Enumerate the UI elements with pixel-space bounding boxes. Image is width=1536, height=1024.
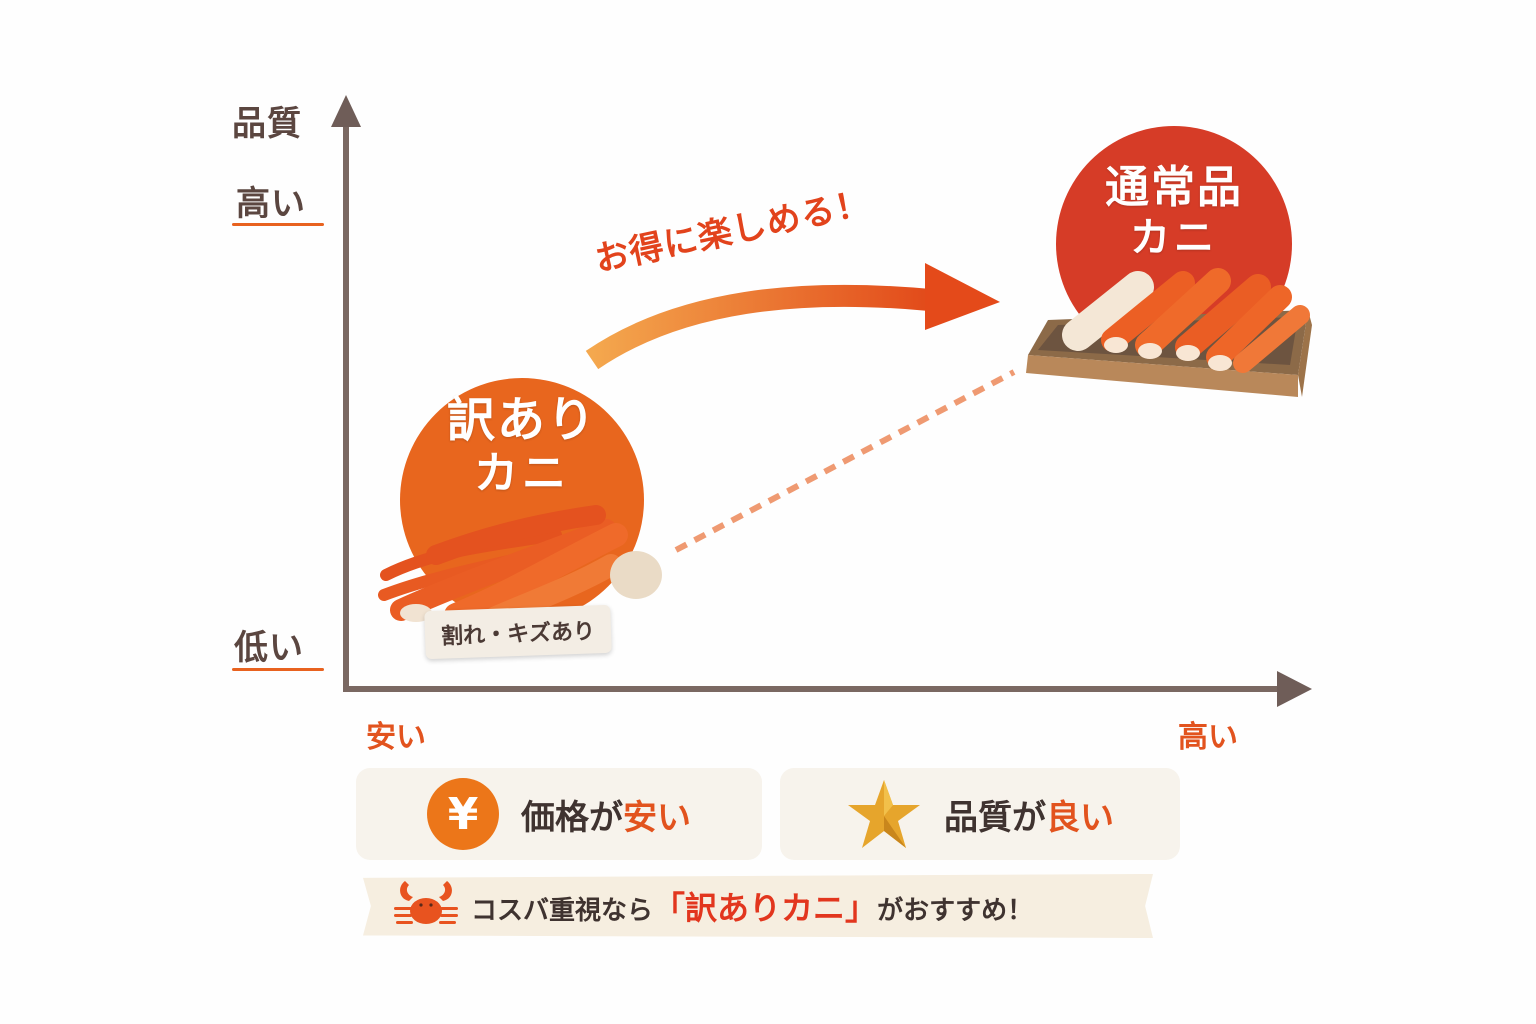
quality-card-text: 品質が良い [944,790,1114,839]
x-axis-low-label: 安い [366,720,426,755]
price-card-text: 価格が安い [521,790,691,839]
y-axis-title: 品質 [232,104,302,144]
banner-highlight: 訳ありカニ [685,889,846,927]
discount-crab-line1: 訳あり [446,392,597,448]
regular-crab-line1: 通常品 [1105,162,1243,213]
quality-card-prefix: 品質が [944,797,1046,838]
quality-card-highlight: 良い [1046,797,1114,838]
y-axis-arrowhead [331,95,361,127]
x-axis-high-label: 高い [1178,720,1238,755]
y-axis-high-label: 高い [236,184,306,224]
banner-suffix: がおすすめ！ [877,896,1034,926]
banner-open-quote: 「 [653,889,686,927]
y-axis-low-label: 低い [234,628,304,668]
banner-prefix: コスバ重視なら [471,896,654,926]
dashed-connector [674,369,1016,553]
y-high-underline [232,223,324,226]
damage-tag: 割れ・キズあり [424,604,612,660]
price-card: ¥ 価格が安い [356,768,762,860]
x-axis-arrowhead [1277,671,1312,707]
regular-crab-tray-image [1026,268,1312,397]
banner-text: コスバ重視なら「訳ありカニ」がおすすめ！ [471,883,1033,929]
quality-card: 品質が良い [780,768,1180,860]
recommendation-banner: コスバ重視なら「訳ありカニ」がおすすめ！ [363,874,1153,938]
y-low-underline [232,668,324,671]
star-icon [848,780,920,848]
discount-crab-legs-image [378,505,662,625]
crab-icon [394,881,458,924]
upgrade-arrow-shaft [585,284,932,370]
regular-crab-line2: カニ [1130,215,1218,261]
price-card-highlight: 安い [623,797,691,838]
discount-crab-line2: カニ [474,448,570,499]
banner-close-quote: 」 [845,889,878,927]
yen-icon: ¥ [427,778,499,850]
upgrade-arrow-head [925,263,1000,330]
price-card-prefix: 価格が [521,797,623,838]
